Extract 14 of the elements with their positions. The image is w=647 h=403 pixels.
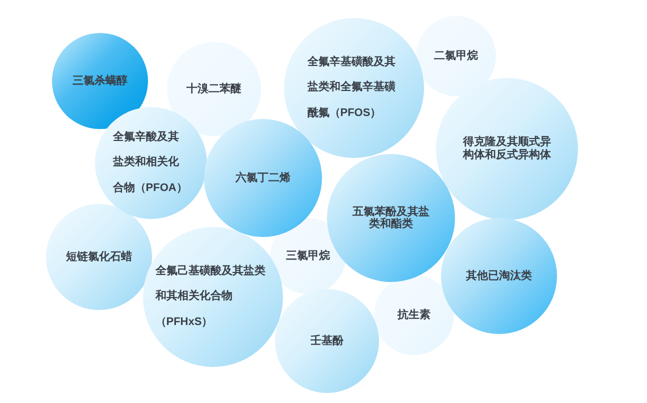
bubble-label: 六氯丁二烯 [234, 170, 292, 186]
bubble-label: 全氟己基磺酸及其盐类和其相关化合物（PFHxS） [155, 264, 266, 330]
bubble-label: 全氟辛基磺酸及其盐类和全氟辛基磺酰氟（PFOS） [307, 54, 396, 121]
bubble-label: 壬基酚 [310, 334, 344, 348]
bubble-label: 其他已淘汰类 [465, 268, 533, 284]
bubble-label: 抗生素 [396, 308, 432, 322]
bubble-label: 全氟辛酸及其盐类和相关化合物（PFOA） [112, 130, 188, 196]
bubble-label: 得克隆及其顺式异构体和反式异构体 [462, 136, 552, 162]
bubble-label: 三氯甲烷 [285, 248, 331, 264]
bubble-label: 十溴二苯醚 [186, 82, 242, 96]
bubble-label: 五氯苯酚及其盐类和酯类 [352, 206, 430, 230]
bubble-label: 二氯甲烷 [433, 48, 479, 64]
bubble-label: 短链氯化石蜡 [65, 250, 133, 264]
bubble-label: 三氯杀螨醇 [72, 74, 128, 88]
